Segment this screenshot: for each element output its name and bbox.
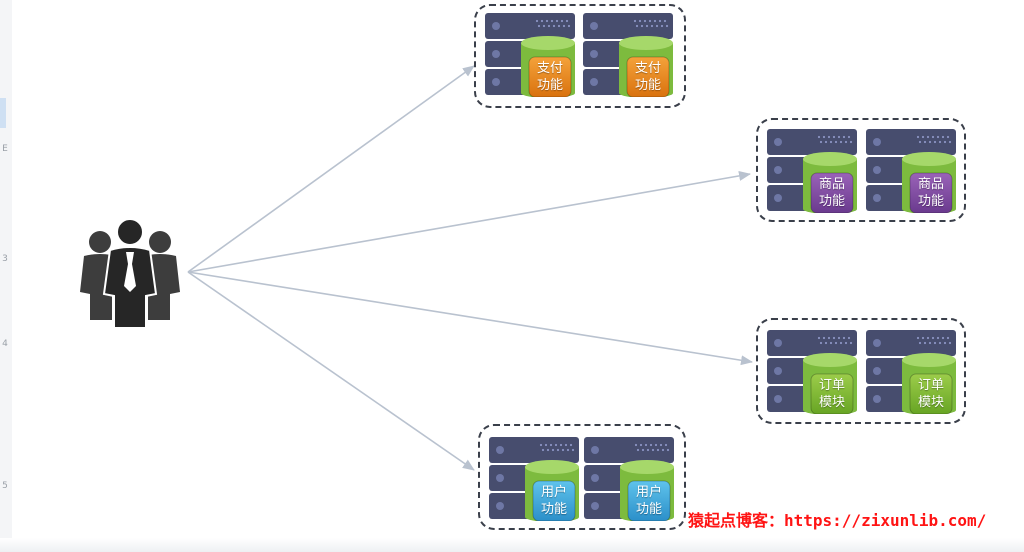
bottom-fade — [0, 538, 1024, 552]
server-node: 支付 功能 — [583, 13, 675, 97]
node-label: 用户 功能 — [540, 485, 567, 517]
server-node: 商品 功能 — [866, 129, 958, 213]
server-node: 用户 功能 — [489, 437, 581, 521]
server-db-icon — [866, 330, 956, 414]
node-label: 支付 功能 — [536, 61, 563, 93]
order-cluster: 订单 模块 订单 模块 — [756, 318, 966, 424]
server-db-icon — [767, 129, 857, 213]
server-node: 支付 功能 — [485, 13, 577, 97]
node-label: 订单 模块 — [917, 378, 944, 410]
left-edge-strip — [0, 0, 12, 552]
arrow-to-product-cluster — [187, 170, 751, 273]
edge-mark: 3 — [2, 254, 8, 264]
people-group-icon — [80, 218, 180, 329]
edge-mark: 5 — [2, 481, 8, 491]
arrow-to-payment-cluster — [187, 65, 475, 273]
payment-cluster: 支付 功能 支付 功能 — [474, 4, 686, 108]
node-label: 订单 模块 — [818, 378, 845, 410]
server-db-icon — [584, 437, 674, 521]
server-node: 订单 模块 — [767, 330, 859, 414]
arrow-to-order-cluster — [187, 271, 753, 366]
server-db-icon — [583, 13, 673, 97]
node-label: 商品 功能 — [917, 177, 944, 209]
node-label: 商品 功能 — [818, 177, 845, 209]
server-db-icon — [485, 13, 575, 97]
server-node: 订单 模块 — [866, 330, 958, 414]
server-node: 商品 功能 — [767, 129, 859, 213]
arrow-to-user-cluster — [187, 271, 475, 471]
server-node: 用户 功能 — [584, 437, 676, 521]
server-db-icon — [489, 437, 579, 521]
edge-mark: 4 — [2, 339, 8, 349]
server-db-icon — [866, 129, 956, 213]
node-label: 支付 功能 — [634, 61, 661, 93]
user-cluster: 用户 功能 用户 功能 — [478, 424, 686, 530]
watermark-text: 猿起点博客：https://zixunlib.com/ — [688, 511, 987, 530]
left-edge-highlight — [0, 98, 6, 128]
product-cluster: 商品 功能 商品 功能 — [756, 118, 966, 222]
server-db-icon — [767, 330, 857, 414]
node-label: 用户 功能 — [635, 485, 662, 517]
edge-mark: E — [2, 144, 8, 154]
